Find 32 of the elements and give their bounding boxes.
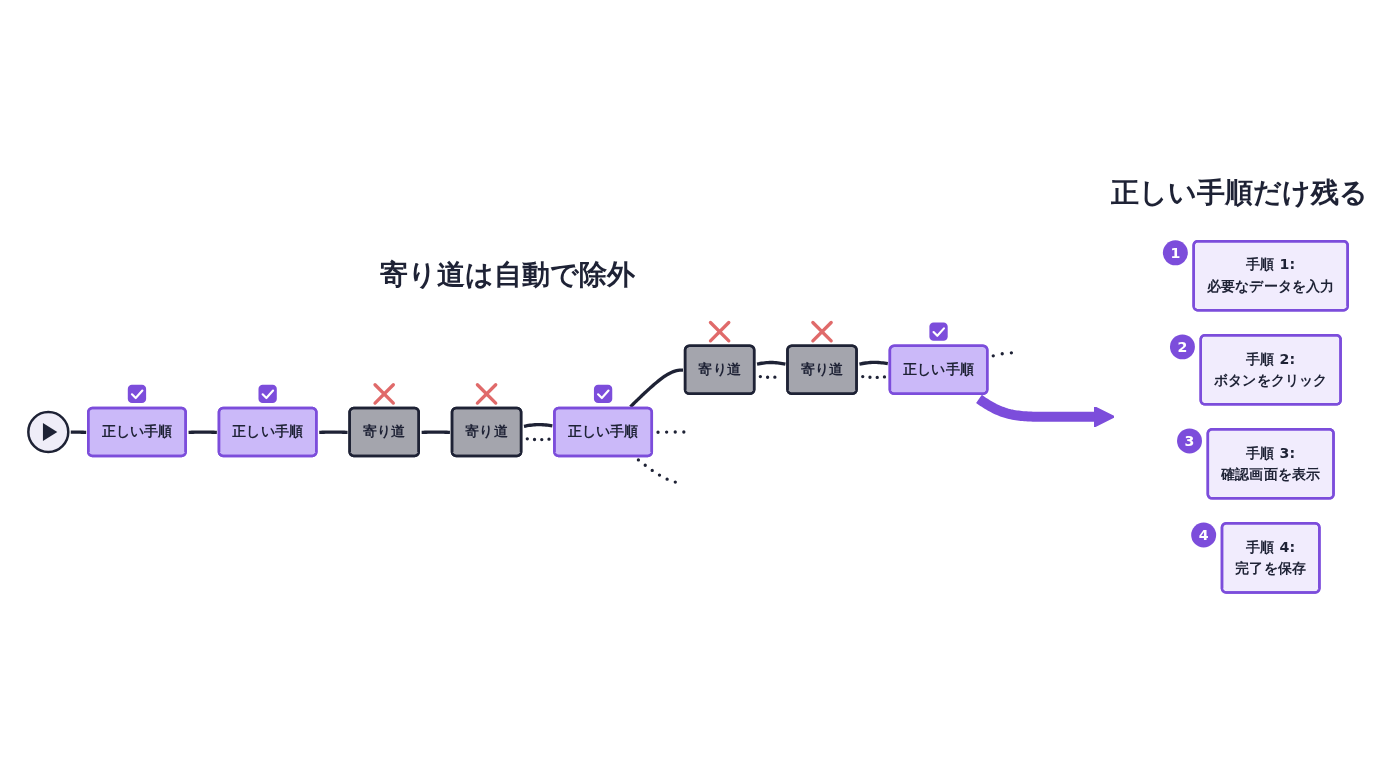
start-circle bbox=[27, 410, 70, 453]
connector-line bbox=[523, 422, 553, 428]
number-badge: 3 bbox=[1177, 428, 1202, 454]
connector-line bbox=[319, 430, 348, 434]
step-box: 正しい手順 bbox=[553, 406, 654, 457]
flow-arrow bbox=[975, 394, 1115, 428]
detour-box: 寄り道 bbox=[348, 406, 420, 457]
connector-line bbox=[859, 360, 889, 366]
detour-box: 寄り道 bbox=[683, 344, 756, 395]
dotted-line bbox=[991, 350, 1014, 358]
dotted-line bbox=[861, 374, 887, 379]
section-heading: 正しい手順だけ残る bbox=[1111, 175, 1368, 210]
connector-line bbox=[756, 360, 786, 366]
connector-line bbox=[188, 430, 217, 434]
dotted-line bbox=[525, 436, 551, 441]
number-badge: 1 bbox=[1162, 239, 1188, 265]
step-box: 正しい手順 bbox=[217, 406, 318, 457]
section-heading: 寄り道は自動で除外 bbox=[380, 258, 636, 292]
step-card: 手順 1: 必要なデータを入力 bbox=[1192, 239, 1349, 312]
detour-box: 寄り道 bbox=[786, 344, 858, 395]
step-box: 正しい手順 bbox=[888, 344, 989, 395]
connector-line bbox=[629, 368, 684, 408]
step-card: 手順 2: ボタンをクリック bbox=[1199, 333, 1342, 406]
number-badge: 2 bbox=[1169, 334, 1195, 359]
step-box: 正しい手順 bbox=[87, 406, 187, 457]
step-card: 手順 3: 確認画面を表示 bbox=[1206, 427, 1335, 500]
step-card: 手順 4: 完了を保存 bbox=[1220, 521, 1321, 594]
connector-line bbox=[70, 430, 87, 434]
dotted-line bbox=[656, 429, 686, 434]
connector-line bbox=[421, 430, 451, 434]
number-badge: 4 bbox=[1191, 522, 1217, 548]
detour-box: 寄り道 bbox=[450, 406, 523, 457]
